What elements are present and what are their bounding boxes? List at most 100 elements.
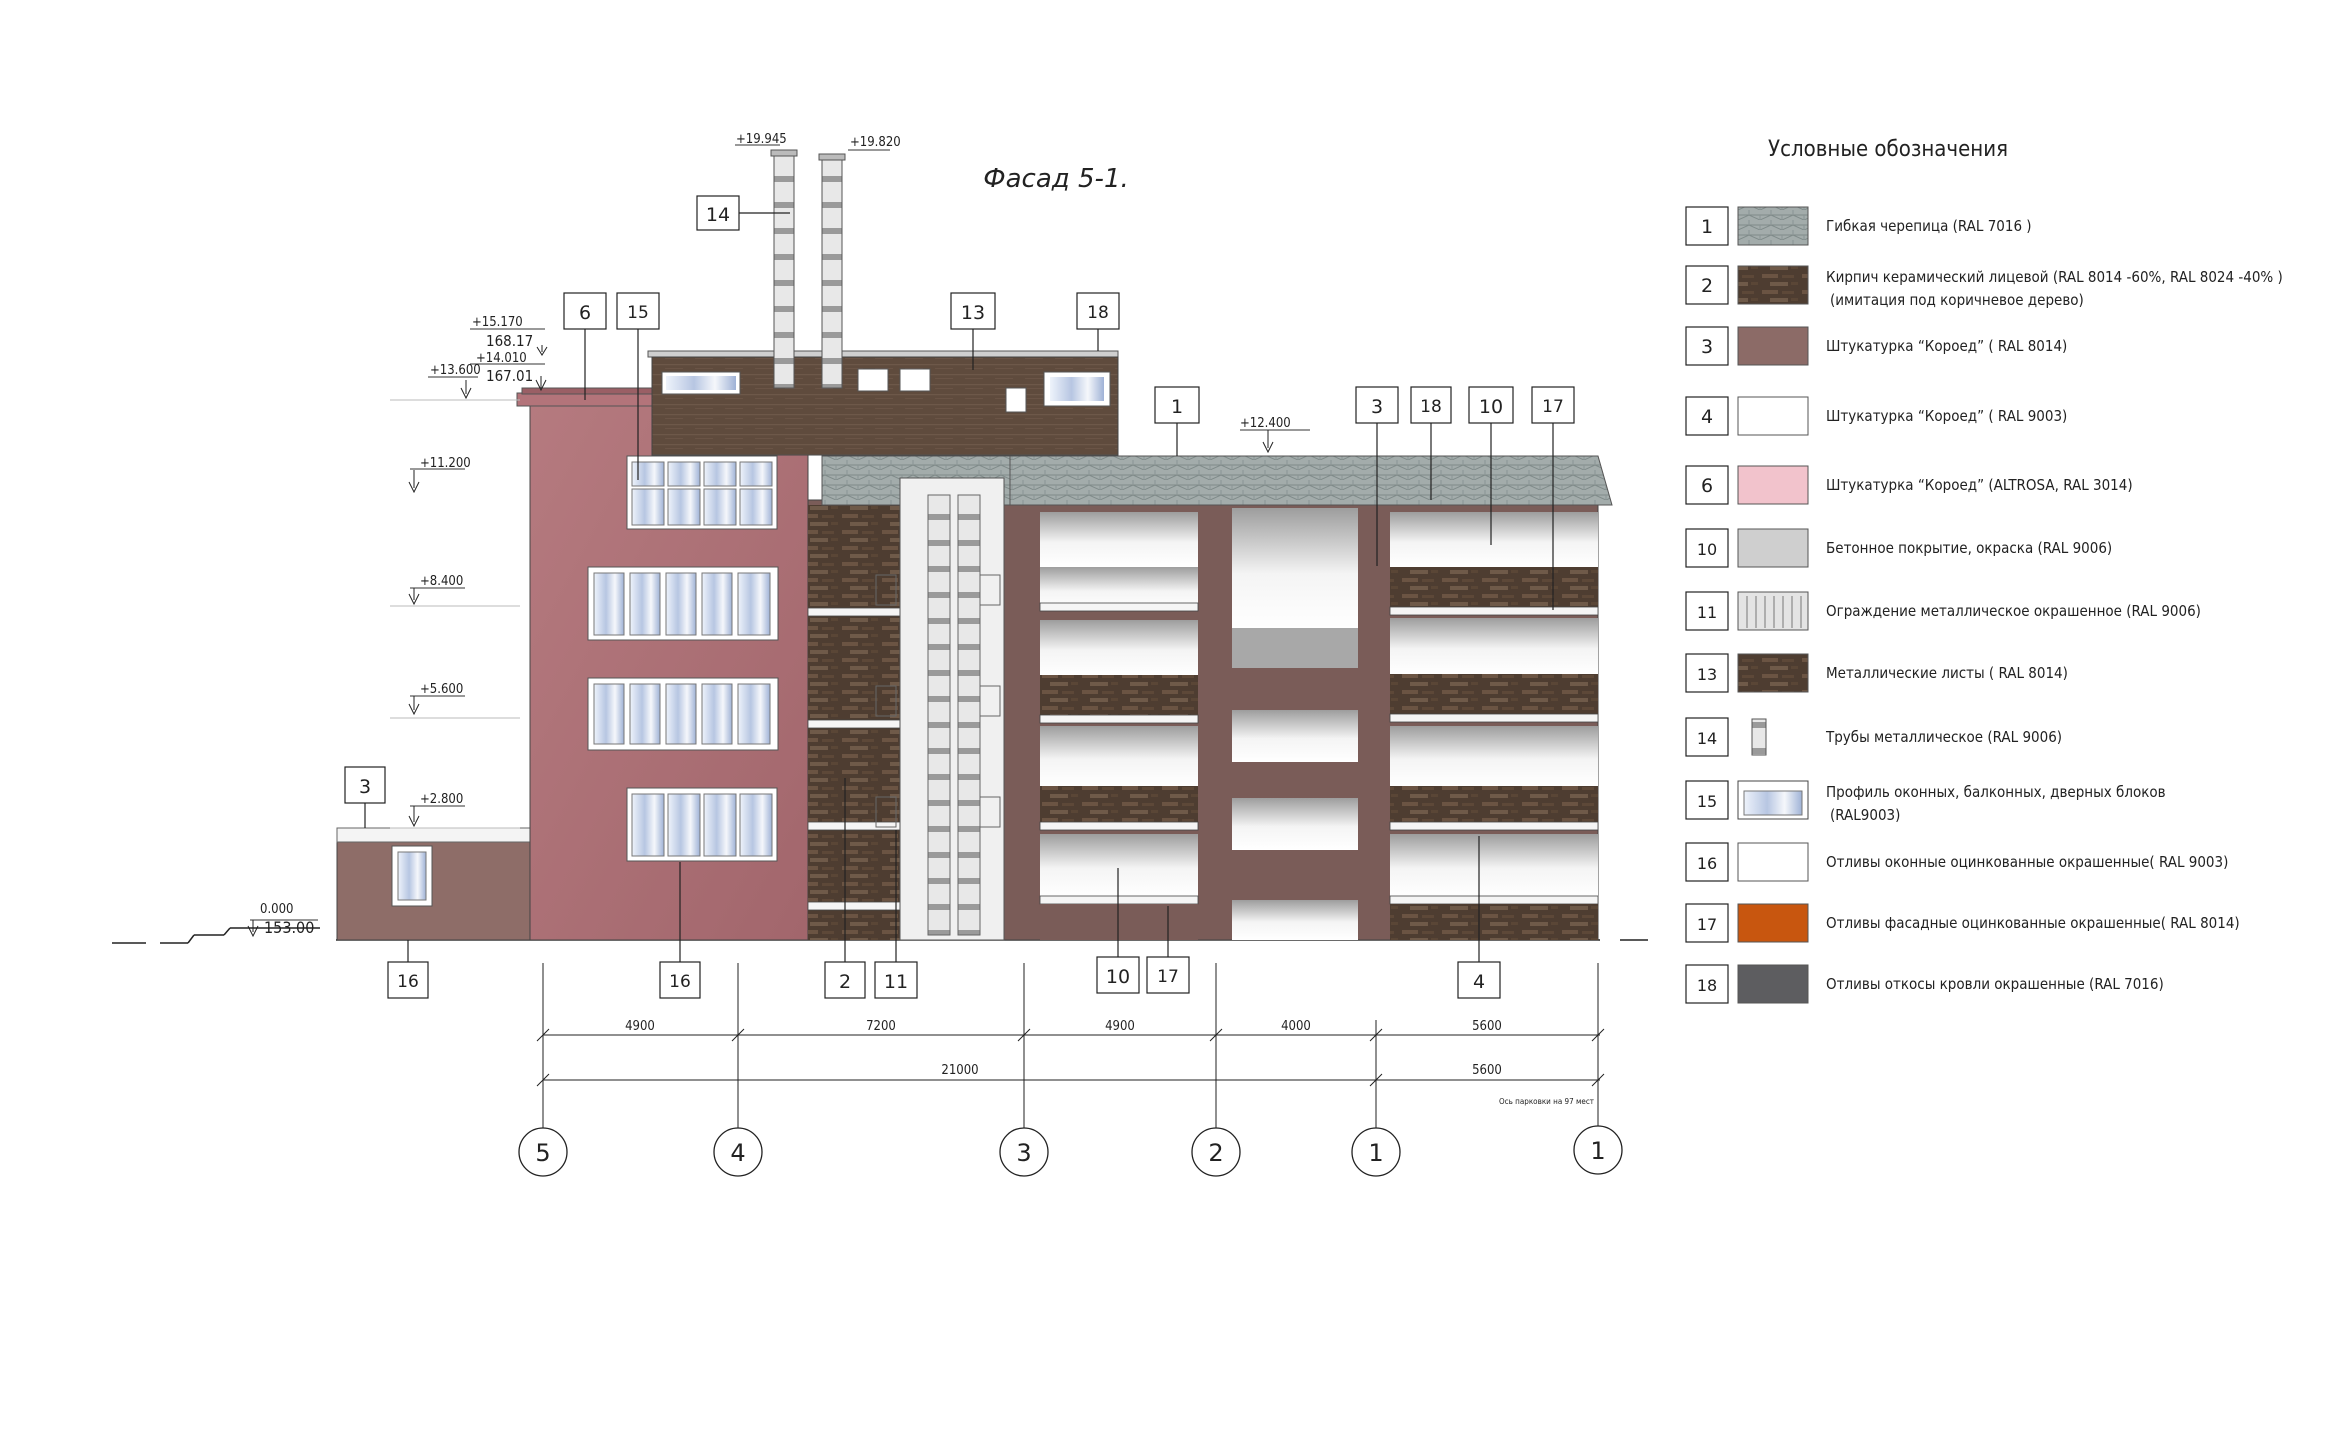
axis-labels: 5 4 3 2 1 1 (535, 1137, 1605, 1167)
legend-text: Профиль оконных, балконных, дверных блок… (1826, 783, 2166, 801)
legend-text: Отливы откосы кровли окрашенные (RAL 701… (1826, 975, 2164, 993)
legend-number: 13 (1697, 665, 1717, 684)
legend-swatch-pipe (1751, 718, 1767, 756)
svg-text:+8.400: +8.400 (420, 574, 463, 589)
svg-text:168.17: 168.17 (486, 332, 533, 350)
legend-number: 14 (1697, 729, 1717, 748)
legend-number: 11 (1697, 603, 1717, 622)
svg-text:4: 4 (730, 1139, 745, 1167)
legend-text: Ограждение металлическое окрашенное (RAL… (1826, 602, 2201, 620)
callout-labels: 14 6 15 13 18 1 3 18 10 17 3 16 16 2 11 … (359, 204, 1564, 993)
level-labels: +19.945 +19.820 +15.170 168.17 +14.010 1… (260, 132, 1291, 937)
legend-swatch (1737, 842, 1809, 882)
legend-swatch-rail (1737, 591, 1809, 631)
svg-text:+19.820: +19.820 (850, 135, 901, 150)
balconies (807, 508, 1599, 940)
legend-number-box (1685, 717, 1729, 757)
legend-text: Гибкая черепица (RAL 7016 ) (1826, 217, 2032, 235)
legend-number-box (1685, 465, 1729, 505)
dimension-labels: 4900 7200 4900 4000 5600 21000 5600 Ось … (625, 1019, 1594, 1106)
axis-bubbles (518, 1125, 1623, 1177)
legend-number-box (1685, 780, 1729, 820)
svg-text:+12.400: +12.400 (1240, 416, 1291, 431)
svg-text:7200: 7200 (866, 1019, 896, 1034)
svg-text:+11.200: +11.200 (420, 456, 471, 471)
stair-core (875, 477, 1005, 941)
legend-number: 6 (1701, 475, 1713, 497)
svg-text:0.000: 0.000 (260, 902, 293, 917)
svg-text:167.01: 167.01 (486, 367, 533, 385)
legend-row: 18 Отливы откосы кровли окрашенные (RAL 7… (1685, 964, 2164, 1004)
legend-text-2: (RAL9003) (1830, 806, 1900, 824)
left-annex (336, 827, 532, 941)
callout-6: 6 (579, 302, 591, 324)
svg-text:3: 3 (1016, 1139, 1031, 1167)
svg-text:1: 1 (1590, 1137, 1605, 1165)
legend-number: 3 (1701, 336, 1713, 358)
legend-number: 15 (1697, 792, 1717, 811)
legend-text: Штукатурка “Короед” ( RAL 8014) (1826, 337, 2067, 355)
svg-text:5600: 5600 (1472, 1063, 1502, 1078)
legend-number: 18 (1697, 976, 1717, 995)
legend-row: 1 Гибкая черепица (RAL 7016 ) (1685, 206, 2032, 246)
callout-17: 17 (1157, 967, 1179, 987)
legend-text: Штукатурка “Короед” (ALTROSA, RAL 3014) (1826, 476, 2133, 494)
legend-row: 16 Отливы оконные оцинкованные окрашенные… (1685, 842, 2228, 882)
legend-row: 3 Штукатурка “Короед” ( RAL 8014) (1685, 326, 2067, 366)
rooftop-box (647, 350, 1119, 456)
legend-number: 10 (1697, 540, 1717, 559)
legend-swatch (1737, 903, 1809, 943)
legend-swatch (1737, 465, 1809, 505)
legend-text: Металлические листы ( RAL 8014) (1826, 664, 2068, 682)
legend-row: 13 Металлические листы ( RAL 8014) (1685, 653, 2068, 693)
callout-18-top: 18 (1087, 303, 1109, 323)
legend-number: 16 (1697, 854, 1717, 873)
legend-title: Условные обозначения (1768, 137, 2008, 162)
callout-17-top: 17 (1542, 397, 1564, 417)
svg-text:+15.170: +15.170 (472, 315, 523, 330)
legend-swatch (1737, 265, 1809, 305)
callout-13: 13 (961, 302, 985, 324)
legend-number-box (1685, 528, 1729, 568)
legend-text: Отливы фасадные оцинкованные окрашенные(… (1826, 914, 2240, 932)
callout-2: 2 (839, 971, 851, 993)
callout-15: 15 (627, 303, 649, 323)
callout-10-top: 10 (1479, 396, 1503, 418)
callout-10: 10 (1106, 966, 1130, 988)
svg-text:+14.010: +14.010 (476, 351, 527, 366)
svg-text:4000: 4000 (1281, 1019, 1311, 1034)
svg-text:+19.945: +19.945 (736, 132, 787, 147)
legend-row: 11 Ограждение металлическое окрашенное (R… (1685, 591, 2201, 631)
legend-number-box (1685, 206, 1729, 246)
legend-swatch (1737, 396, 1809, 436)
svg-text:21000: 21000 (941, 1063, 978, 1078)
legend-row: 6 Штукатурка “Короед” (ALTROSA, RAL 3014) (1685, 465, 2133, 505)
tower-windows (587, 455, 779, 862)
legend-number: 17 (1697, 915, 1717, 934)
callout-3-left: 3 (359, 776, 371, 798)
callout-16-left: 16 (397, 972, 419, 992)
svg-text:4900: 4900 (1105, 1019, 1135, 1034)
legend: Условные обозначения 1 Гибкая черепица (R… (1685, 137, 2283, 1004)
level-marks (250, 144, 1310, 921)
svg-text:4900: 4900 (625, 1019, 655, 1034)
svg-text:+5.600: +5.600 (420, 682, 463, 697)
svg-text:5600: 5600 (1472, 1019, 1502, 1034)
chimneys (770, 149, 846, 389)
legend-text: Отливы оконные оцинкованные окрашенные( … (1826, 853, 2228, 871)
legend-swatch (1737, 326, 1809, 366)
legend-number: 1 (1701, 216, 1713, 238)
legend-text-2: (имитация под коричневое дерево) (1830, 291, 2084, 309)
svg-text:+2.800: +2.800 (420, 792, 463, 807)
legend-number-box (1685, 653, 1729, 693)
legend-number-box (1685, 903, 1729, 943)
legend-number-box (1685, 396, 1729, 436)
legend-number: 2 (1701, 275, 1713, 297)
legend-row: 17 Отливы фасадные оцинкованные окрашенны… (1685, 903, 2240, 943)
callout-11: 11 (884, 971, 908, 993)
svg-text:Ось парковки на 97 мест: Ось парковки на 97 мест (1499, 1097, 1594, 1106)
